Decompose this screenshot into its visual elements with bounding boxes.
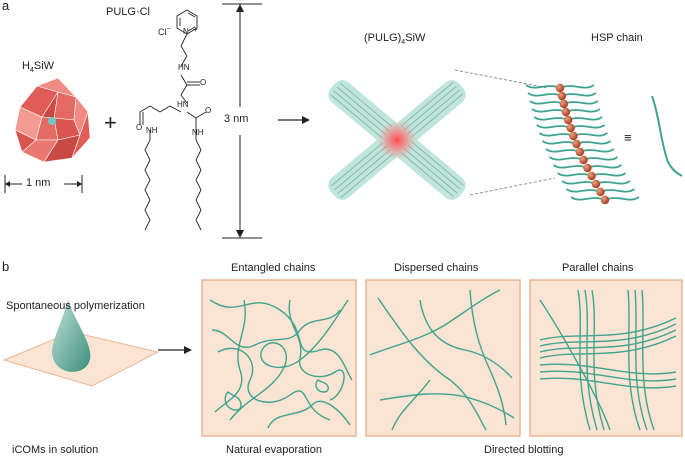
hsp-bead xyxy=(596,187,605,197)
ligand-label: PULG·Cl xyxy=(106,6,151,18)
hsp-strand-right xyxy=(563,100,599,105)
scale-label-3nm: 3 nm xyxy=(224,113,249,125)
urea-NH-top: HN xyxy=(178,63,190,72)
hsp-bead xyxy=(569,131,578,141)
zoom-lines xyxy=(454,69,556,196)
entangled-chains-panel xyxy=(201,279,357,437)
hsp-chain xyxy=(525,83,640,205)
polyoxometalate-cluster xyxy=(14,77,91,163)
hsp-strand-right xyxy=(591,172,627,177)
scale-bar-3nm xyxy=(222,3,262,239)
hsp-strand-left xyxy=(541,140,577,145)
hsp-strand-right xyxy=(561,92,597,97)
hsp-strand-right xyxy=(559,84,595,89)
equivalence-sign: ≡ xyxy=(624,130,632,145)
hsp-strand-right xyxy=(579,148,615,153)
hsp-bead xyxy=(566,123,575,133)
counter-ion: Cl− xyxy=(158,26,171,37)
hsp-bead xyxy=(561,107,571,117)
box-title-dispersed: Dispersed chains xyxy=(394,262,479,274)
hsp-bead xyxy=(579,155,588,165)
hsp-strand-right xyxy=(567,116,603,121)
reaction-arrow xyxy=(278,116,310,124)
amide-NH-left: NH xyxy=(146,126,158,135)
hsp-chain-label: HSP chain xyxy=(591,32,643,44)
step-label: Spontaneous polymerization xyxy=(6,300,145,312)
solution-drop xyxy=(2,300,160,387)
box-title-entangled: Entangled chains xyxy=(231,262,316,274)
hsp-strand-right xyxy=(587,164,622,169)
caption-evaporation: Natural evaporation xyxy=(226,444,323,456)
hsp-bead xyxy=(575,147,585,157)
hsp-strand-left xyxy=(565,188,601,193)
hsp-bead xyxy=(572,139,581,149)
hsp-bead xyxy=(557,91,567,101)
box-title-parallel: Parallel chains xyxy=(562,262,634,274)
hsp-strand-left xyxy=(527,92,563,97)
hsp-bead xyxy=(563,115,573,125)
caption-blotting: Directed blotting xyxy=(484,444,564,456)
ligand-structure xyxy=(139,9,207,231)
start-caption: iCOMs in solution xyxy=(12,444,99,456)
hsp-bead xyxy=(583,163,592,173)
single-chain-symbol xyxy=(651,95,683,177)
amide-O-left: O xyxy=(136,123,143,132)
hsp-strand-left xyxy=(529,100,565,105)
polyoxometalate-label: H4SiW xyxy=(22,60,55,75)
hsp-strand-left xyxy=(531,108,567,113)
hsp-strand-right xyxy=(583,156,619,161)
hsp-strand-right xyxy=(570,124,606,129)
plus-sign: + xyxy=(104,110,117,135)
complex-cross xyxy=(328,80,466,200)
process-arrow xyxy=(158,346,192,354)
scale-label-1nm: 1 nm xyxy=(26,177,51,189)
hsp-strand-right xyxy=(595,180,631,185)
hsp-strand-left xyxy=(561,180,597,185)
hsp-strand-left xyxy=(570,196,606,201)
pyridinium-N: N xyxy=(183,27,189,36)
hsp-bead xyxy=(587,171,596,181)
hsp-bead xyxy=(591,179,601,189)
hsp-strand-left xyxy=(552,164,588,169)
amide-O-right: O xyxy=(205,106,212,115)
hsp-strand-right xyxy=(600,188,635,193)
hsp-strand-left xyxy=(536,124,572,129)
hsp-bead xyxy=(555,83,565,93)
urea-O: O xyxy=(200,78,207,87)
complex-label: (PULG)4SiW xyxy=(364,32,426,47)
hsp-strand-left xyxy=(557,172,592,177)
hsp-strand-right xyxy=(604,196,640,201)
hsp-strand-right xyxy=(573,132,608,137)
hsp-strand-left xyxy=(549,156,584,161)
pyridinium-charge: + xyxy=(193,25,198,34)
dispersed-chains-panel xyxy=(365,279,521,437)
panel-letter-b: b xyxy=(2,259,10,274)
hsp-strand-right xyxy=(576,140,612,145)
hsp-strand-left xyxy=(533,116,569,121)
parallel-chains-panel xyxy=(529,279,683,437)
hsp-bead xyxy=(559,99,569,109)
scale-bar-1nm xyxy=(4,175,83,193)
hsp-strand-left xyxy=(538,132,574,137)
hsp-strand-left xyxy=(525,84,561,89)
hsp-bead xyxy=(600,195,610,205)
hsp-strand-left xyxy=(545,148,581,153)
amide-NH-right: NH xyxy=(192,128,204,137)
panel-letter-a: a xyxy=(2,0,10,13)
urea-NH-bottom: HN xyxy=(177,100,189,109)
hsp-strand-right xyxy=(565,108,601,113)
